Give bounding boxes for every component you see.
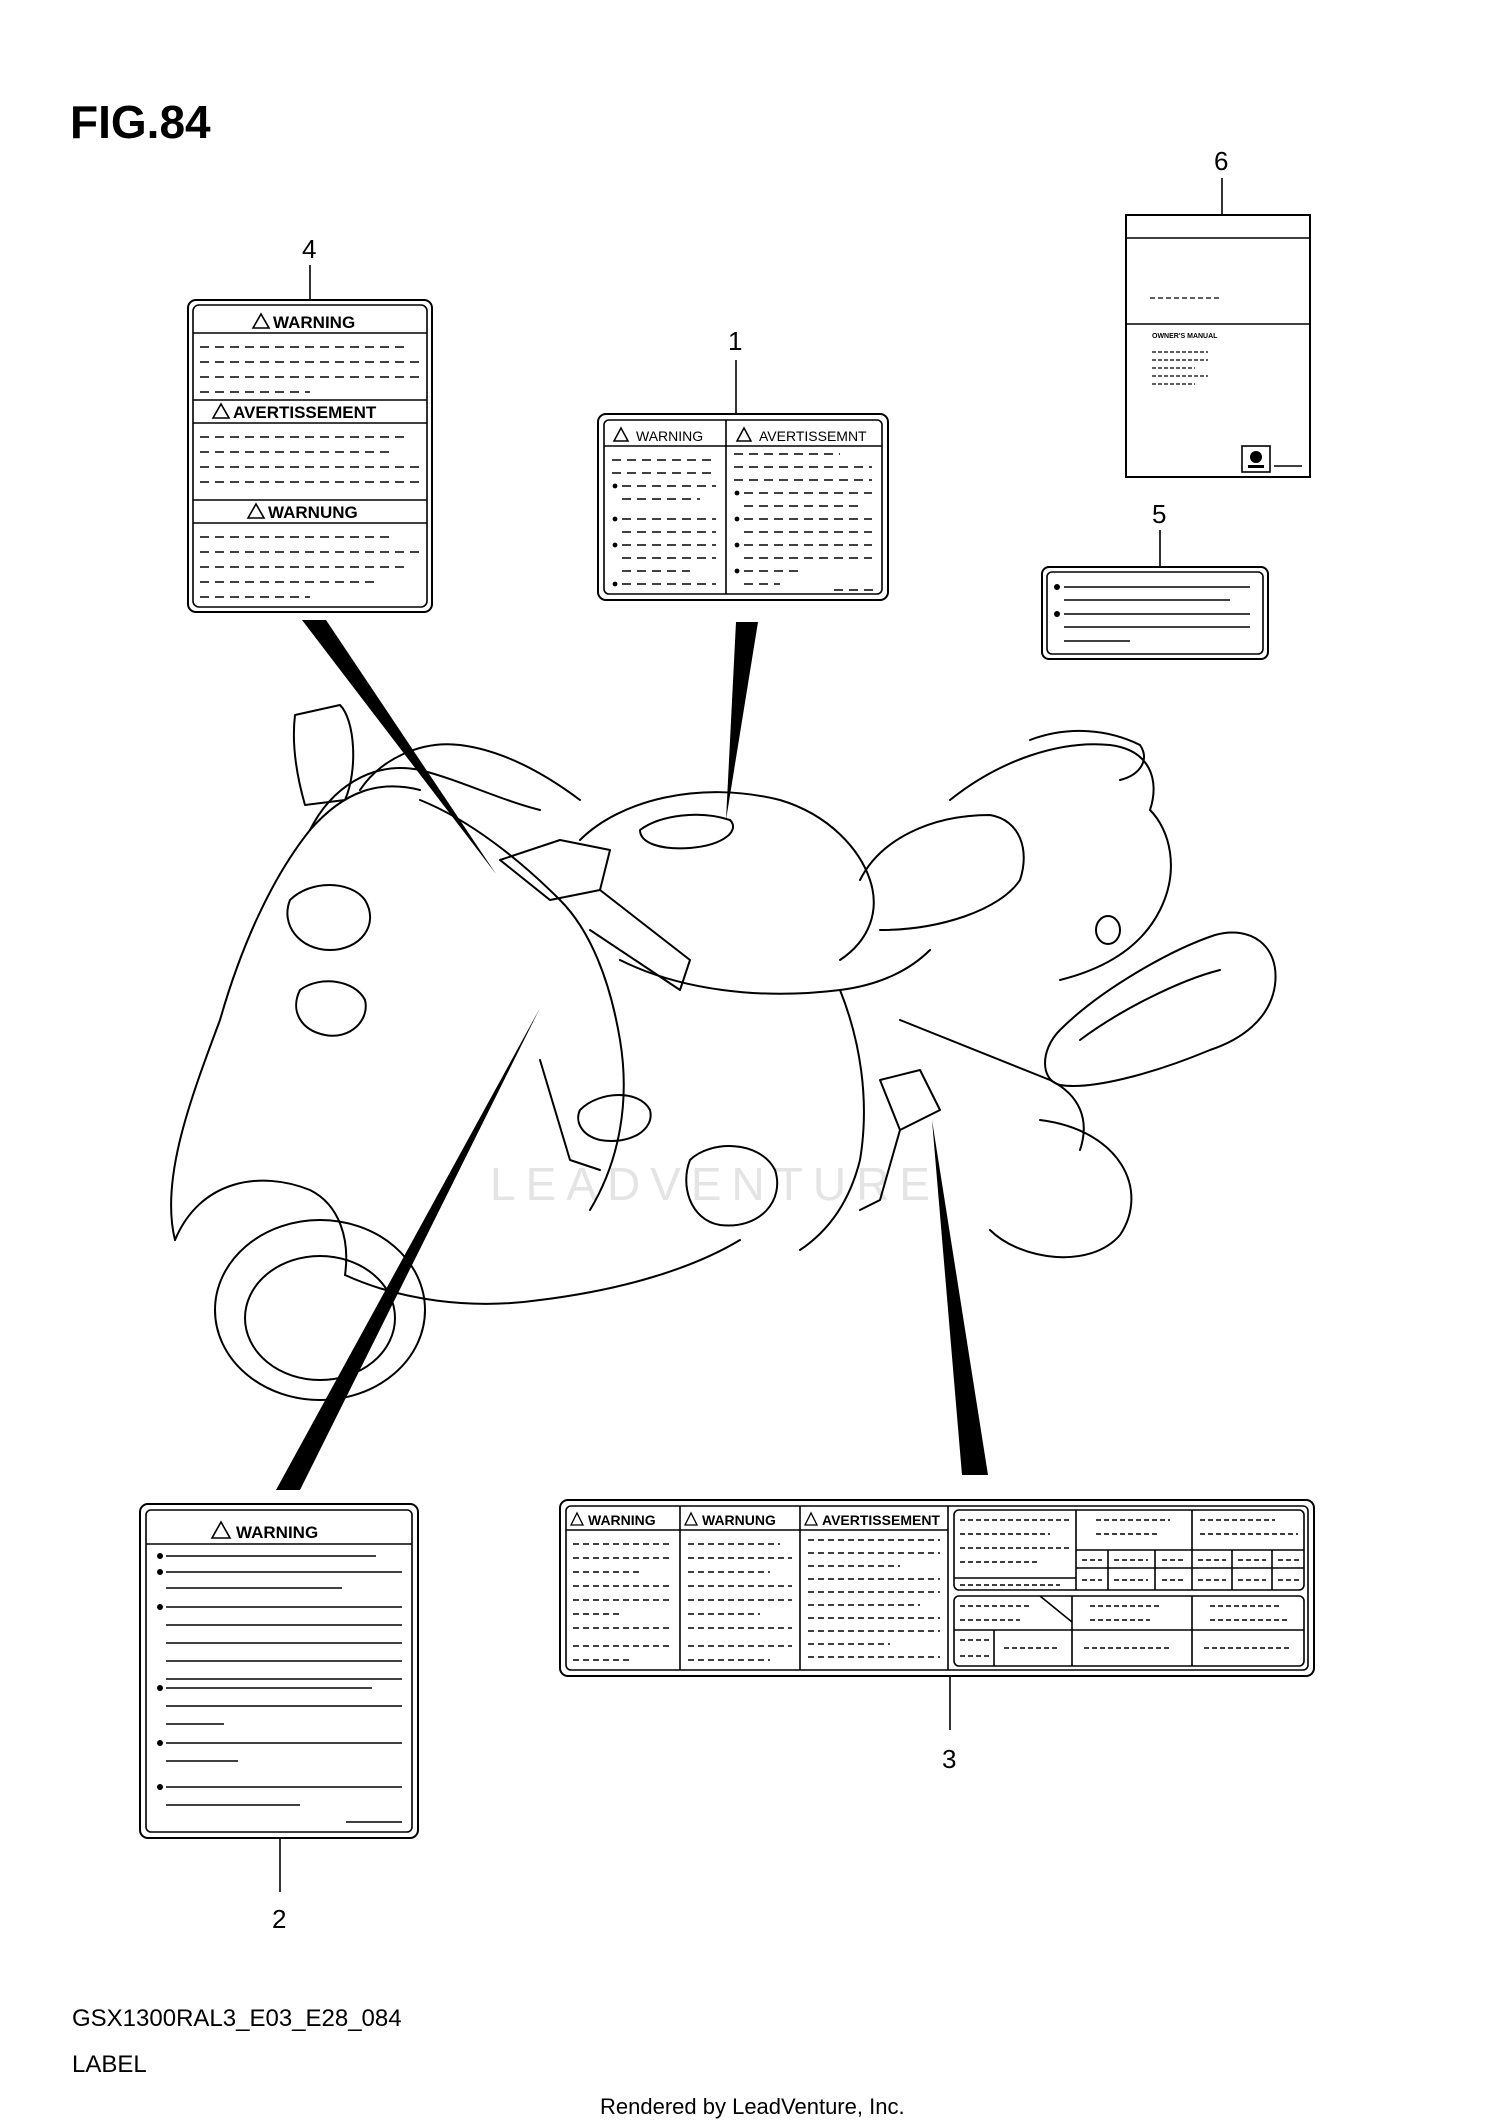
bullet-icon xyxy=(734,490,740,496)
callout-2: 2 xyxy=(272,1904,286,1934)
label-5 xyxy=(1041,566,1269,660)
bullet-icon xyxy=(157,1784,163,1790)
label-1-head-avertissement: AVERTISSEMNT xyxy=(759,428,867,444)
label-4-head-warning: WARNING xyxy=(273,313,355,332)
bullet-icon xyxy=(612,581,618,587)
leader-wedge-2 xyxy=(276,1008,540,1490)
warning-triangle-icon xyxy=(735,426,753,442)
rendered-by-credit: Rendered by LeadVenture, Inc. xyxy=(600,2094,905,2119)
warning-triangle-icon xyxy=(211,402,231,419)
bullet-icon xyxy=(734,568,740,574)
figure-title: FIG.84 xyxy=(70,96,211,148)
label-3-head-warnung: WARNUNG xyxy=(702,1512,776,1528)
leader-wedge-1 xyxy=(726,622,758,820)
warning-triangle-icon xyxy=(803,1511,819,1526)
warning-triangle-icon xyxy=(569,1511,585,1526)
bullet-icon xyxy=(157,1604,163,1610)
label-6-manual-title: OWNER'S MANUAL xyxy=(1152,333,1218,340)
label-2-head-warning: WARNING xyxy=(236,1523,318,1542)
bullet-icon xyxy=(734,516,740,522)
watermark-text: LEADVENTURE xyxy=(490,1158,940,1210)
warning-triangle-icon xyxy=(683,1511,699,1526)
bullet-icon xyxy=(612,483,618,489)
bullet-icon xyxy=(157,1569,163,1575)
warning-triangle-icon xyxy=(612,426,630,442)
warning-triangle-icon xyxy=(246,502,266,519)
callout-4: 4 xyxy=(302,234,316,264)
label-4-head-warnung: WARNUNG xyxy=(268,503,358,522)
label-3-head-avertissement: AVERTISSEMENT xyxy=(822,1512,940,1528)
bullet-icon xyxy=(612,542,618,548)
leader-wedge-3 xyxy=(932,1120,988,1475)
bullet-icon xyxy=(1054,584,1060,590)
label-6: OWNER'S MANUAL xyxy=(1125,214,1311,478)
bullet-icon xyxy=(157,1740,163,1746)
bullet-icon xyxy=(734,542,740,548)
bullet-icon xyxy=(612,516,618,522)
leader-wedge-4 xyxy=(302,620,496,874)
warning-triangle-icon xyxy=(210,1520,232,1539)
model-code: GSX1300RAL3_E03_E28_084 xyxy=(72,2005,402,2032)
label-1-head-warning: WARNING xyxy=(636,428,703,444)
callout-6: 6 xyxy=(1214,146,1228,176)
label-3-head-warning: WARNING xyxy=(588,1512,656,1528)
callout-3: 3 xyxy=(942,1744,956,1774)
figure-caption: LABEL xyxy=(72,2051,147,2078)
label-4-head-avertissement: AVERTISSEMENT xyxy=(233,403,377,422)
bullet-icon xyxy=(157,1553,163,1559)
label-4: WARNING AVERTISSEMENT WARNUNG xyxy=(187,299,433,613)
label-3: WARNING WARNUNG AVERTISSEMENT xyxy=(559,1499,1315,1677)
label-1: WARNING AVERTISSEMNT xyxy=(597,413,889,601)
bullet-icon xyxy=(1054,611,1060,617)
leader-wedges xyxy=(276,620,988,1490)
callout-5: 5 xyxy=(1152,499,1166,529)
suzuki-logo-icon xyxy=(1248,451,1264,468)
callout-1: 1 xyxy=(728,326,742,356)
warning-triangle-icon xyxy=(251,312,271,329)
motorcycle-outline xyxy=(170,704,1277,1401)
bullet-icon xyxy=(157,1685,163,1691)
label-2: WARNING xyxy=(139,1503,419,1839)
